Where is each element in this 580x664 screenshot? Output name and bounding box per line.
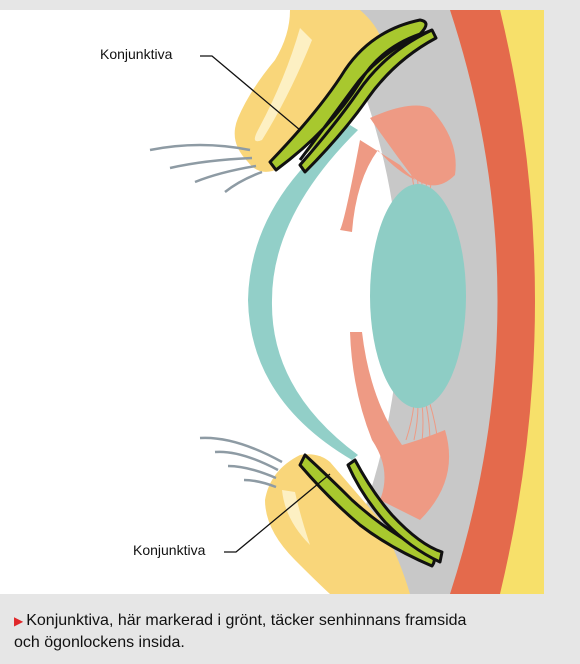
konjunktiva-label-top: Konjunktiva: [100, 46, 172, 62]
caption-line-2: och ögonlockens insida.: [14, 634, 185, 651]
eye-diagram: [0, 0, 580, 600]
konjunktiva-label-bottom: Konjunktiva: [133, 542, 205, 558]
lens: [370, 184, 466, 408]
caption: ▶Konjunktiva, här markerad i grönt, täck…: [14, 610, 564, 654]
caption-line-1: Konjunktiva, här markerad i grönt, täcke…: [26, 612, 466, 629]
caption-marker-icon: ▶: [14, 614, 23, 628]
